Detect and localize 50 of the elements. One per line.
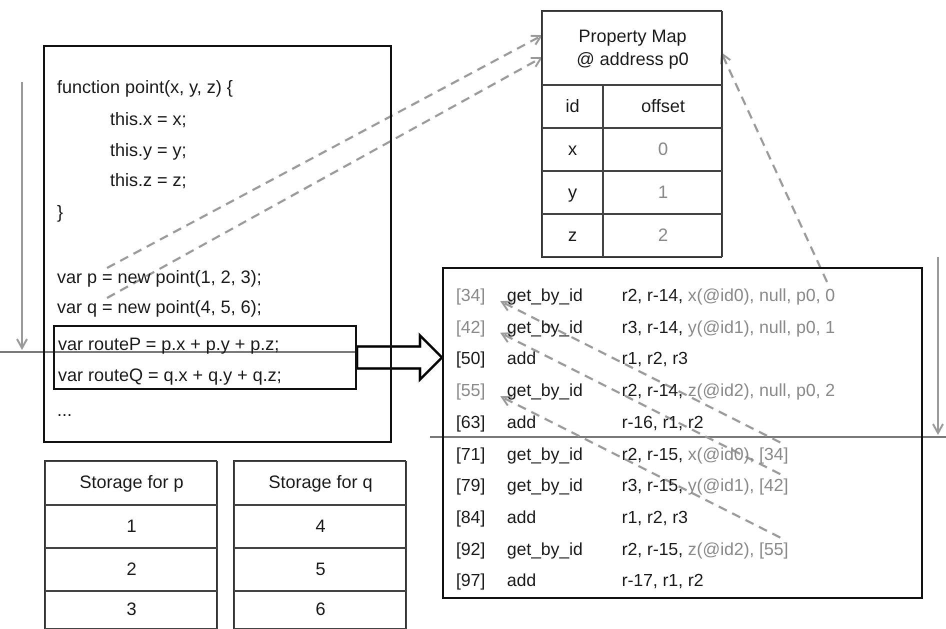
storage-table <box>44 460 217 629</box>
bytecode-panel <box>442 267 923 599</box>
bytecode-line: [92] get_by_id r2, r-15, z(@id2), [55] <box>456 536 788 562</box>
bytecode-line: [50] add r1, r2, r3 <box>456 345 688 372</box>
table-cell: 3 <box>45 591 218 629</box>
bytecode-line: [97] add r-17, r1, r2 <box>456 567 704 594</box>
bytecode-line: [55] get_by_id r2, r-14, z(@id2), null, p0, 2 <box>456 377 836 404</box>
table-cell: 1 <box>45 505 218 548</box>
code-line: } <box>57 201 64 224</box>
code-line: this.x = x; <box>110 108 187 131</box>
table-cell: x <box>542 128 603 171</box>
bytecode-line: [71] get_by_id r2, r-15, x(@id0), [34] <box>456 440 788 466</box>
bytecode-line: [42] get_by_id r3, r-14, y(@id1), null, p0, 1 <box>456 314 836 340</box>
code-line: this.y = y; <box>110 139 187 162</box>
storage-table <box>233 460 406 629</box>
table-cell: 4 <box>234 505 407 548</box>
table-cell: 1 <box>603 171 723 214</box>
code-line: var q = new point(4, 5, 6); <box>57 292 262 322</box>
code-line: this.z = z; <box>110 169 187 192</box>
table-header: Storage for q <box>234 461 407 505</box>
code-line: var routeQ = q.x + q.y + q.z; <box>58 364 282 387</box>
code-line: var routeP = p.x + p.y + p.z; <box>58 333 280 356</box>
bytecode-line: [63] add r-16, r1, r2 <box>456 408 704 435</box>
arrow <box>501 300 781 444</box>
bytecode-line: [34] get_by_id r2, r-14, x(@id0), null, p0, 0 <box>456 282 836 308</box>
bytecode-line: [84] add r1, r2, r3 <box>456 504 688 530</box>
code-line: ... <box>57 399 72 422</box>
table-header: Property Map @ address p0 <box>542 11 723 85</box>
table-cell: 2 <box>603 214 723 257</box>
arrow <box>501 332 781 476</box>
arrow <box>501 396 781 539</box>
table-cell: 0 <box>603 128 723 171</box>
table-cell: y <box>542 171 603 214</box>
table-header: Storage for p <box>45 461 218 505</box>
bytecode-line: [79] get_by_id r3, r-15, y(@id1), [42] <box>456 472 788 498</box>
property-map-table <box>541 10 722 258</box>
table-cell: id <box>542 85 603 128</box>
table-cell: 5 <box>234 548 407 591</box>
table-cell: 6 <box>234 591 407 629</box>
arrow <box>106 56 542 299</box>
arrow <box>720 53 828 282</box>
code-line: var p = new point(1, 2, 3); <box>57 262 262 292</box>
table-cell: z <box>542 214 603 257</box>
code-panel <box>43 45 392 443</box>
table-cell: offset <box>603 85 723 128</box>
table-cell: 2 <box>45 548 218 591</box>
code-line: function point(x, y, z) { <box>57 76 233 99</box>
block-arrow <box>356 332 444 383</box>
arrow <box>106 34 542 269</box>
highlight-box <box>53 325 357 390</box>
